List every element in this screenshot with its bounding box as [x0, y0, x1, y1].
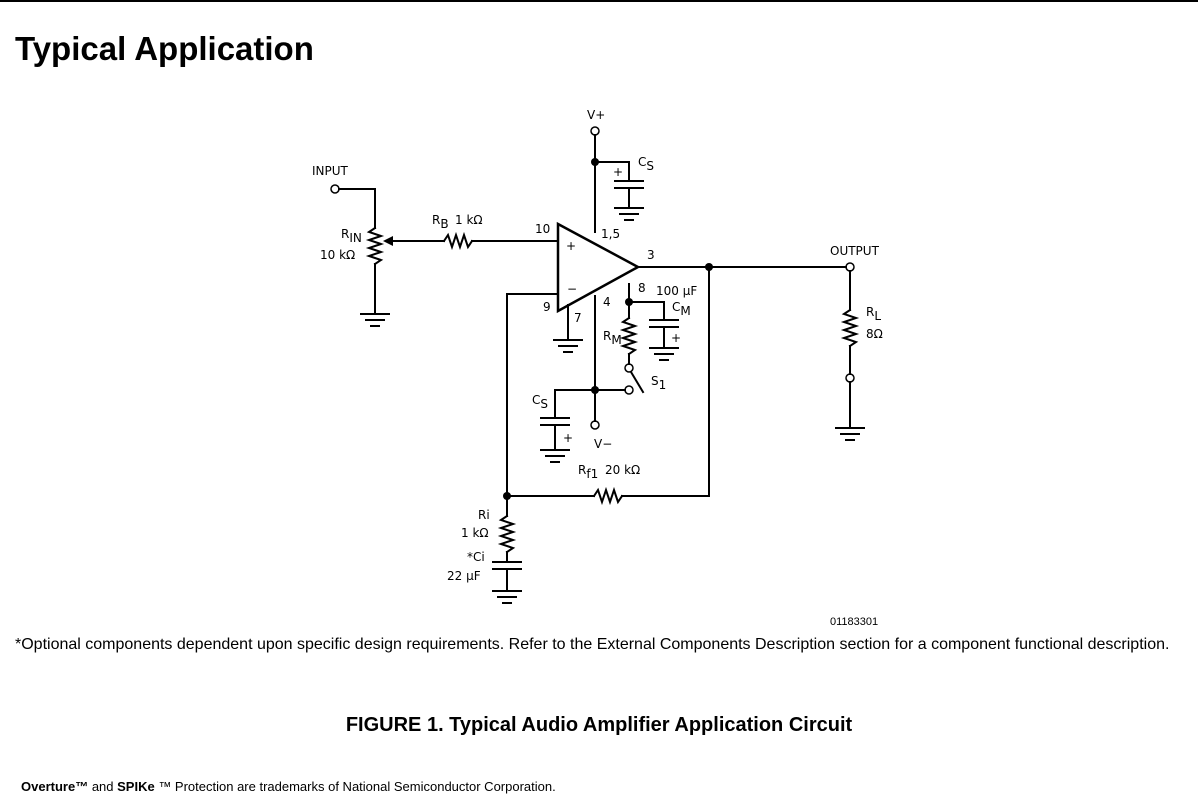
- input-terminal: [330, 184, 340, 194]
- cs-bottom-name: CS: [532, 393, 548, 411]
- rin-potentiometer: [365, 226, 385, 266]
- junction-dot: [503, 492, 511, 500]
- rin-name: RIN: [341, 227, 362, 245]
- amplifier-schematic: V+ INPUT OUTPUT V− CS + RIN 10 kΩ RB 1 k…: [312, 108, 883, 604]
- footnote: *Optional components dependent upon spec…: [15, 636, 1170, 653]
- cs-top-plus: +: [613, 165, 623, 179]
- rb-value: 1 kΩ: [455, 213, 483, 227]
- pin-8: 8: [638, 281, 646, 295]
- pin-7: 7: [574, 311, 582, 325]
- inverting-sign: −: [567, 282, 577, 296]
- junction-dot: [705, 263, 713, 271]
- output-terminal: [845, 262, 855, 272]
- cs-bottom-plus: +: [563, 431, 573, 445]
- rl-name: RL: [866, 305, 881, 323]
- junction-dot: [591, 158, 599, 166]
- rl-resistor: [840, 308, 860, 348]
- rm-resistor: [619, 316, 639, 356]
- trademark-brand-2: SPIKe: [117, 779, 155, 794]
- pin-10: 10: [535, 222, 550, 236]
- wiper-arrow: [383, 236, 393, 246]
- rf1-value: 20 kΩ: [605, 463, 640, 477]
- trademark-rest: ™ Protection are trademarks of National …: [154, 779, 556, 794]
- top-rule: [0, 0, 1198, 2]
- figure-caption: FIGURE 1. Typical Audio Amplifier Applic…: [345, 714, 853, 736]
- pin-4: 4: [603, 295, 611, 309]
- trademark-notice: Overture™ and SPIKe ™ Protection are tra…: [21, 779, 556, 794]
- ri-resistor: [497, 514, 517, 554]
- rb-resistor: [442, 231, 474, 251]
- v-plus-label: V+: [587, 108, 605, 122]
- output-label: OUTPUT: [830, 244, 880, 258]
- trademark-brand-1: Overture™: [21, 779, 89, 794]
- rm-name: RM: [603, 329, 622, 347]
- noninverting-sign: +: [566, 239, 576, 253]
- rf1-resistor: [592, 486, 624, 506]
- v-plus-terminal: [590, 126, 600, 136]
- v-minus-label: V−: [594, 437, 612, 451]
- rb-name: RB: [432, 213, 449, 231]
- pin-9: 9: [543, 300, 551, 314]
- cm-value: 100 μF: [656, 284, 697, 298]
- ri-name: Ri: [478, 508, 490, 522]
- op-amp: [556, 221, 641, 314]
- s1-switch: [629, 370, 645, 394]
- cm-plus: +: [671, 331, 681, 345]
- junction-dot: [625, 298, 633, 306]
- pin-3: 3: [647, 248, 655, 262]
- cm-name: CM: [672, 300, 691, 318]
- section-title: Typical Application: [15, 30, 314, 67]
- ci-value: 22 μF: [447, 569, 481, 583]
- cs-top-name: CS: [638, 155, 654, 173]
- rin-value: 10 kΩ: [320, 248, 355, 262]
- v-minus-terminal: [590, 420, 600, 430]
- trademark-and: and: [88, 779, 118, 794]
- s1-name: S1: [651, 374, 666, 392]
- rf1-name: Rf1: [578, 463, 598, 481]
- rl-value: 8Ω: [866, 327, 883, 341]
- ci-name: *Ci: [467, 550, 485, 564]
- pin-1-5: 1,5: [601, 227, 620, 241]
- ri-value: 1 kΩ: [461, 526, 489, 540]
- figure-number: 01183301: [830, 616, 879, 628]
- input-label: INPUT: [312, 164, 349, 178]
- junction-dot: [591, 386, 599, 394]
